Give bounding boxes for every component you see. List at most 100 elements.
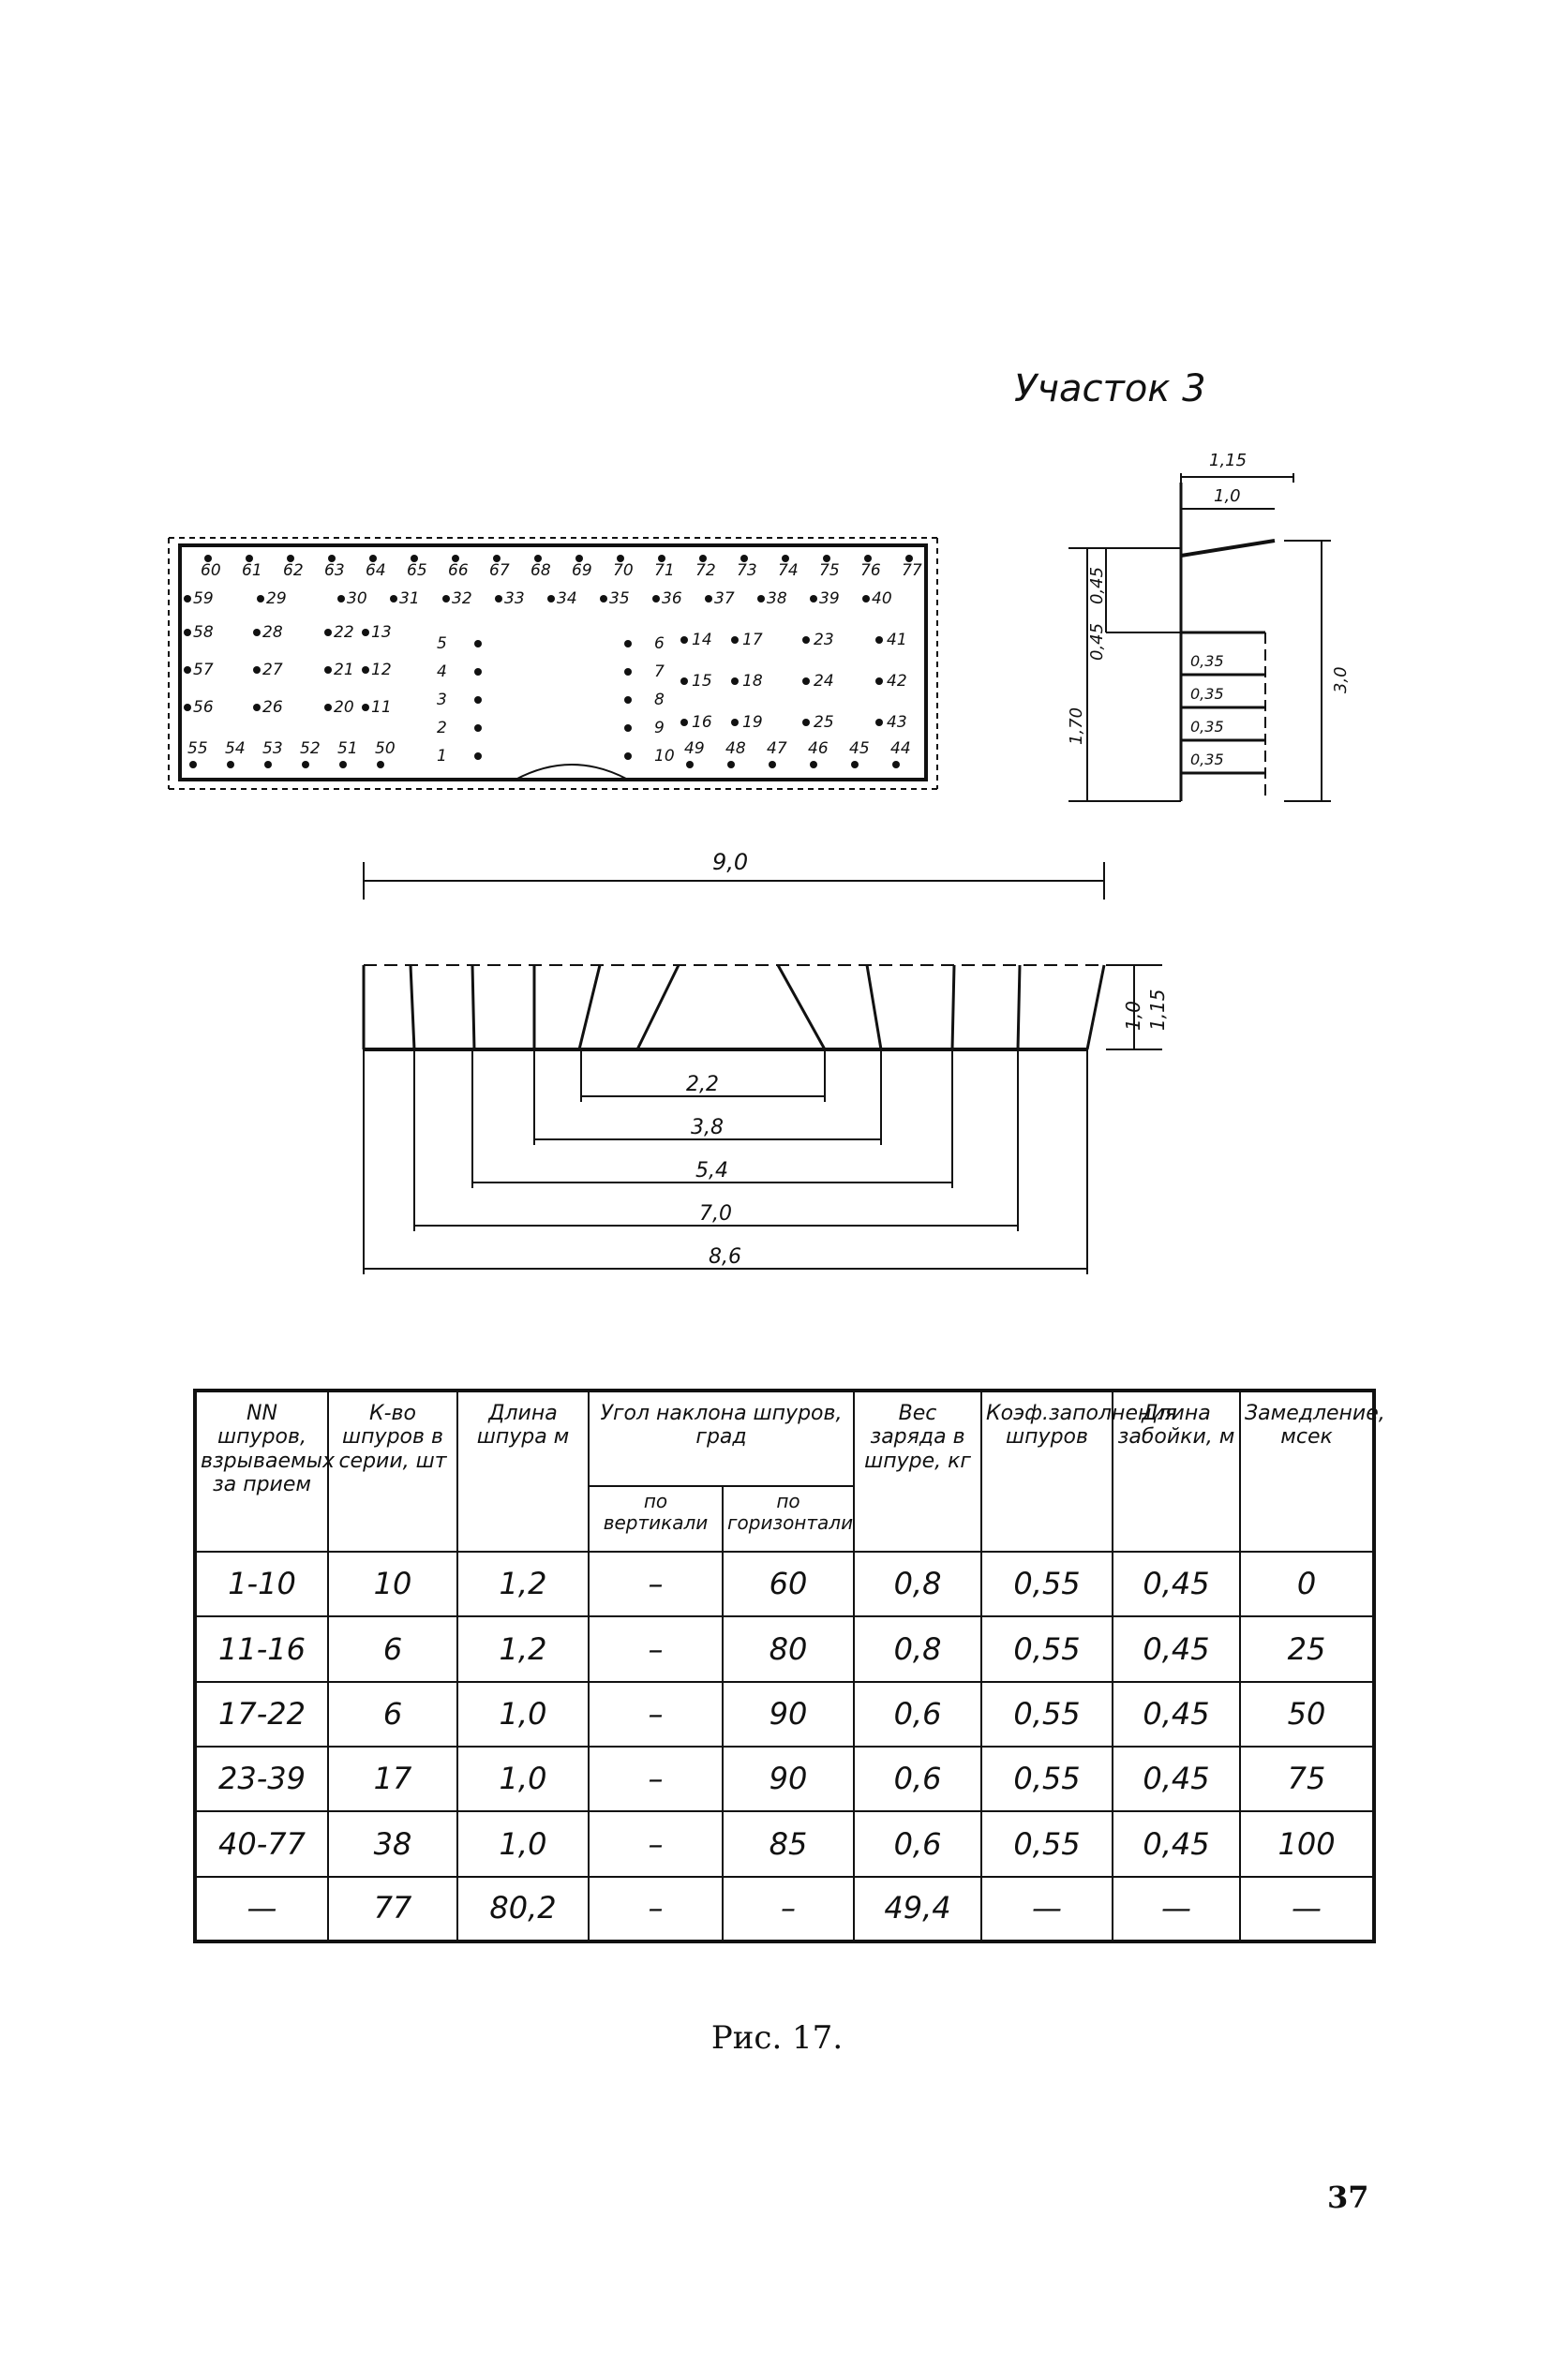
hole-marker (324, 666, 332, 674)
hole-label: 33 (504, 589, 525, 608)
hole-marker (493, 555, 501, 562)
hole-label: 13 (371, 623, 392, 642)
table-cell: 38 (327, 1810, 458, 1878)
hole-marker (875, 636, 883, 644)
hole-marker (302, 761, 309, 768)
hole-marker (875, 719, 883, 726)
hole-marker (204, 555, 212, 562)
hole-label: 3 (437, 691, 447, 709)
header-delay: Замедление, мсек (1239, 1390, 1385, 1553)
plan-center-holes (577, 964, 883, 1050)
hole-label: 1 (437, 747, 447, 766)
table-cell: 0,55 (980, 1810, 1114, 1878)
table-cell: 0,45 (1112, 1810, 1242, 1878)
table-cell: – (588, 1680, 724, 1748)
hole-marker (495, 595, 502, 602)
hole-marker (851, 761, 859, 768)
plan-sides (362, 964, 1106, 1050)
dim-top-outer: 1,15 (1209, 451, 1247, 470)
hole-label: 50 (375, 739, 396, 758)
hole-marker (875, 677, 883, 685)
page-number: 37 (1327, 2179, 1369, 2215)
hole-label: 65 (407, 561, 427, 580)
hole-marker (227, 761, 234, 768)
hole-label: 51 (337, 739, 358, 758)
hole-marker (680, 719, 688, 726)
table-cell: 0,6 (853, 1810, 983, 1878)
hole-label: 6 (654, 634, 665, 653)
hole-marker (731, 719, 739, 726)
table-cell: 0,45 (1112, 1680, 1242, 1748)
hole-label: 66 (448, 561, 469, 580)
header-hole-numbers: NN шпуров, взрываемых за прием (194, 1390, 335, 1553)
hole-marker (452, 555, 459, 562)
table-cell: 0,45 (1112, 1745, 1242, 1813)
hole-label: 30 (347, 589, 367, 608)
hole-label: 47 (767, 739, 787, 758)
hole-marker (658, 555, 665, 562)
hole-marker (731, 636, 739, 644)
hole-marker (740, 555, 748, 562)
table-cell: – (588, 1615, 724, 1683)
header-charge-weight: Вес заряда в шпуре, кг (853, 1390, 983, 1553)
hole-marker (782, 555, 789, 562)
hole-marker (246, 555, 253, 562)
hole-marker (810, 595, 817, 602)
table-cell: 1-10 (194, 1550, 329, 1618)
hole-label: 23 (814, 631, 834, 649)
hole-marker (184, 595, 191, 602)
dim-depth-b: 1,15 (1146, 989, 1169, 1031)
hole-label: 16 (692, 713, 712, 732)
dim-left-top2: 0,45 (1087, 623, 1107, 661)
table-cell: 25 (1239, 1615, 1376, 1683)
table-cell: 40-77 (194, 1810, 329, 1878)
hole-label: 56 (193, 698, 214, 717)
table-cell: — (194, 1875, 329, 1943)
dim-line-right (1284, 540, 1331, 802)
span-dim-line (413, 1049, 1019, 1231)
table-cell: 80 (721, 1615, 856, 1683)
hole-label: 9 (654, 719, 665, 737)
hole-label: 37 (714, 589, 735, 608)
table-cell: 6 (327, 1615, 458, 1683)
table-cell: 0,6 (853, 1745, 983, 1813)
hole-label: 48 (725, 739, 746, 758)
table-cell: 49,4 (853, 1875, 983, 1943)
table-cell: 75 (1239, 1745, 1376, 1813)
hole-label: 64 (366, 561, 386, 580)
hole-label: 77 (902, 561, 922, 580)
hole-label: 5 (437, 634, 447, 653)
hole-label: 24 (814, 672, 834, 691)
hole-label: 60 (201, 561, 221, 580)
span-label: 5,4 (695, 1159, 728, 1183)
hole-label: 12 (371, 661, 392, 679)
hole-label: 53 (262, 739, 283, 758)
table-cell: 0,45 (1112, 1615, 1242, 1683)
spacing-label: 0,35 (1190, 718, 1224, 736)
hole-marker (328, 555, 336, 562)
dim-left-bottom: 1,70 (1067, 707, 1086, 745)
dim-line-left-top (1105, 548, 1181, 633)
hole-marker (600, 595, 607, 602)
hole-marker (339, 761, 347, 768)
hole-marker (362, 704, 369, 711)
hole-label: 54 (225, 739, 246, 758)
table-cell: 17-22 (194, 1680, 329, 1748)
table-cell: 0,55 (980, 1615, 1114, 1683)
hole-marker (337, 595, 345, 602)
hole-label: 20 (334, 698, 354, 717)
hole-marker (680, 677, 688, 685)
hole-label: 75 (819, 561, 840, 580)
table-cell: 77 (327, 1875, 458, 1943)
hole-label: 39 (819, 589, 840, 608)
span-label: 2,2 (686, 1073, 719, 1096)
table-cell: 0,8 (853, 1615, 983, 1683)
hole-label: 63 (324, 561, 345, 580)
hole-marker (184, 629, 191, 636)
plan-right-holes (950, 964, 1022, 1050)
